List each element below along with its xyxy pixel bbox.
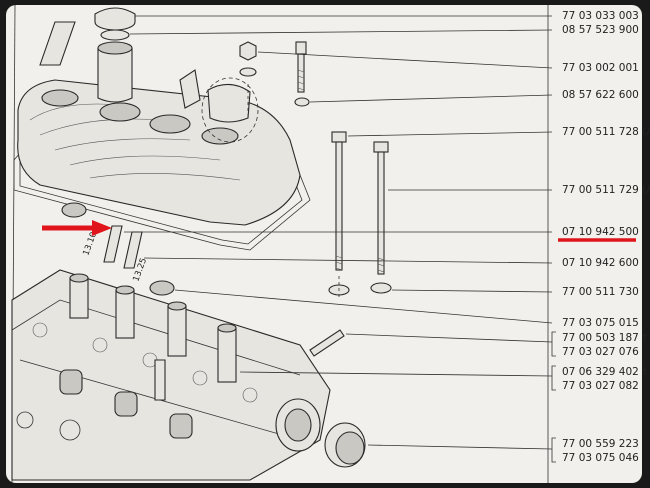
- part-number: 77 00 511 728 (A: [562, 126, 650, 138]
- head-gasket-hole: [59, 419, 81, 441]
- rocker-cover: [13, 7, 311, 251]
- head-bolt-short-thread: [377, 257, 385, 273]
- oil-filler-cap-top: [94, 7, 136, 22]
- leader-line: [367, 444, 553, 450]
- head-bolt-short-shank: [377, 151, 385, 275]
- cover-nut: [239, 41, 257, 61]
- red-arrow-head: [92, 220, 112, 236]
- breather-clip: [39, 21, 76, 66]
- oil-filler-neck: [97, 47, 133, 103]
- valve-tube-top: [69, 273, 89, 283]
- valve-spring: [192, 370, 208, 386]
- valve-spring: [242, 387, 258, 403]
- leader-line: [239, 371, 553, 377]
- leader-line: [129, 29, 553, 35]
- part-number: 07 06 329 402 †: [562, 366, 647, 378]
- water-outlet-bore: [284, 408, 312, 442]
- pair-bracket: [551, 331, 556, 357]
- cover-port: [149, 114, 191, 134]
- head-block: [11, 269, 331, 481]
- cover-port: [201, 127, 239, 145]
- cover-port: [41, 89, 79, 107]
- dowel-pin: [309, 329, 345, 357]
- cover-bolt-thread: [297, 69, 305, 91]
- highlight-marker: [42, 220, 636, 242]
- size-label-left: 13.10: [81, 231, 99, 257]
- part-number: 77 00 559 223: [562, 438, 639, 450]
- valve-tube: [167, 305, 187, 357]
- head-bolt-short-head: [373, 141, 389, 153]
- valve-tube: [115, 289, 135, 339]
- part-number: 77 03 027 082: [562, 380, 639, 392]
- filler-seal: [100, 29, 130, 41]
- cover-bolt-shank: [297, 53, 305, 93]
- cover-bolt-head: [295, 41, 307, 55]
- valve-tube: [69, 277, 89, 319]
- head-bolts: [328, 131, 392, 300]
- leader-line: [391, 289, 553, 293]
- part-number: 77 03 075 015: [562, 317, 639, 329]
- exhaust-port: [114, 391, 138, 417]
- head-bolt-long-thread: [335, 255, 343, 271]
- breather-dashed-outline: [201, 77, 259, 143]
- breather-pipe: [207, 83, 251, 123]
- exhaust-port: [169, 413, 193, 439]
- leader-line: [347, 131, 553, 137]
- breather-valve: [179, 69, 201, 109]
- valve-spring: [32, 322, 48, 338]
- valve-tube-top: [115, 285, 135, 295]
- leader-line: [309, 94, 553, 103]
- part-number: 08 57 523 900: [562, 24, 639, 36]
- leader-line: [345, 333, 553, 343]
- valve-tube-top: [167, 301, 187, 311]
- part-number: 77 03 002 001: [562, 62, 639, 74]
- valve-stem-seal: [61, 202, 87, 218]
- head-bolt-short-washer: [370, 282, 392, 294]
- pair-bracket: [551, 437, 556, 463]
- part-number: 77 03 033 003: [562, 10, 639, 22]
- part-number: 77 00 511 729 (A: [562, 184, 650, 196]
- head-bolt-long-head: [331, 131, 347, 143]
- leader-lines: [124, 15, 556, 463]
- part-number: 07 10 942 600: [562, 257, 639, 269]
- cover-ribs: [29, 103, 241, 181]
- expansion-plug-face: [335, 431, 365, 465]
- valve-tube-top: [217, 323, 237, 333]
- part-number: 77 00 511 730: [562, 286, 639, 298]
- valve-guide-left: [103, 225, 123, 263]
- stud: [154, 359, 166, 401]
- cover-port: [99, 102, 141, 122]
- exhaust-port: [59, 369, 83, 395]
- oil-filler-rim: [97, 41, 133, 55]
- valve-seat-ring: [149, 280, 175, 296]
- part-number: 77 00 503 187 †: [562, 332, 647, 344]
- leader-line: [257, 51, 553, 69]
- valve-spring: [92, 337, 108, 353]
- head-bolt-long-shank: [335, 141, 343, 271]
- part-number: 77 03 027 076: [562, 346, 639, 358]
- pair-bracket: [551, 365, 556, 391]
- part-number-list: 77 03 033 003 08 57 523 900 77 03 002 00…: [562, 10, 650, 464]
- part-number-highlighted: 07 10 942 500: [562, 226, 639, 238]
- small-parts: [154, 329, 366, 468]
- leader-line: [143, 257, 553, 264]
- cover-bolt-washer: [294, 97, 310, 107]
- part-number: 77 03 075 046: [562, 452, 639, 464]
- leader-line: [174, 289, 553, 324]
- cylinder-head: [11, 269, 331, 481]
- cover-washer: [239, 67, 257, 77]
- head-gasket-hole: [16, 411, 34, 429]
- part-number: 08 57 622 600: [562, 89, 639, 101]
- valve-tube: [217, 327, 237, 383]
